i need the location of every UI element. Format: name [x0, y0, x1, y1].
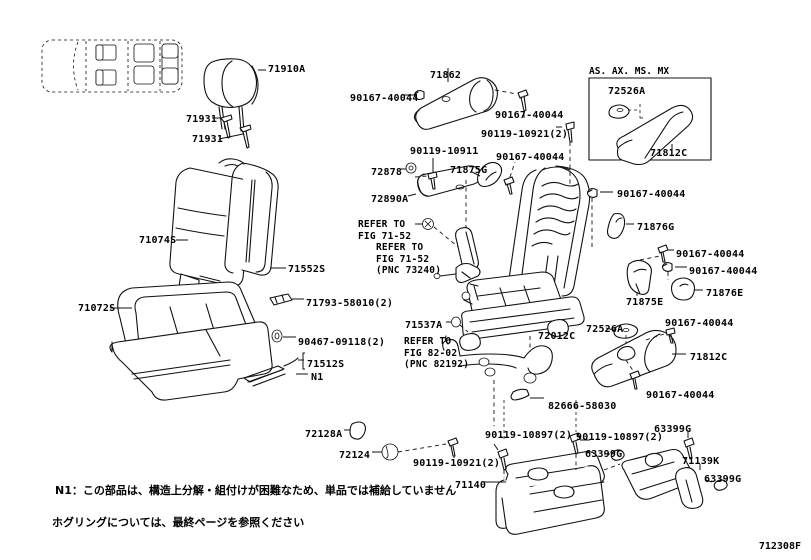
refer-hardware — [415, 218, 481, 284]
trim-caps — [344, 421, 459, 461]
hinge-cover-71875g — [465, 161, 516, 258]
part-label: 72012C — [538, 331, 576, 342]
part-label: 72878 — [371, 167, 403, 178]
refer-line: FIG 71-52 — [358, 230, 412, 242]
right-bolts-upper — [586, 187, 634, 248]
part-label: 71876E — [706, 288, 744, 299]
part-label: 90167-40044 — [689, 266, 758, 277]
part-label: 71140 — [455, 480, 487, 491]
part-label: 71875G — [450, 165, 488, 176]
part-label: 71931 — [186, 114, 218, 125]
part-label: 72890A — [371, 194, 409, 205]
seat-track-assembly — [484, 400, 605, 535]
seating-layout-icon — [41, 39, 183, 93]
part-label: 71812C — [690, 352, 728, 363]
part-label: 90167-40044 — [350, 93, 419, 104]
part-label: 72128A — [305, 429, 343, 440]
part-label: 90167-40044 — [617, 189, 686, 200]
part-label: 90119-10921(2) — [481, 129, 569, 140]
note-hog-ring: ホグリングについては、最終ページを参照ください — [52, 516, 305, 529]
part-label: 90467-09118(2) — [298, 337, 386, 348]
part-label: 90119-10897(2) — [485, 430, 573, 441]
part-label: 90167-40044 — [646, 390, 715, 401]
seat-cushion — [109, 281, 308, 401]
lower-armrest — [400, 158, 481, 197]
refer-line: REFER TO — [404, 336, 452, 347]
figure-code: 712308F — [758, 541, 801, 552]
part-label: 82666-58030 — [548, 401, 617, 412]
part-label: 71875E — [626, 297, 664, 308]
part-label: 63399G — [654, 424, 692, 435]
part-label: 71862 — [430, 70, 462, 81]
part-label: 90167-40044 — [665, 318, 734, 329]
variant-box-header: AS. AX. MS. MX — [589, 66, 670, 77]
track-cover-71139k — [603, 432, 728, 509]
refer-line: REFER TO — [358, 219, 406, 230]
part-label: N1 — [311, 372, 324, 383]
part-label: 72526A — [586, 324, 624, 335]
headrest-bolts — [212, 114, 252, 149]
part-label: 90167-40044 — [495, 110, 564, 121]
part-label: 63399G — [585, 449, 623, 460]
refer-line: FIG 71-52 — [376, 253, 430, 265]
part-label: 71552S — [288, 264, 326, 275]
wiring-harness — [442, 316, 553, 426]
refer-line: (PNC 82192) — [404, 359, 470, 370]
part-label: 71074S — [139, 235, 177, 246]
part-label: 63399G — [704, 474, 742, 485]
part-label: 71512S — [307, 359, 345, 370]
part-label: 90119-10911 — [410, 146, 479, 157]
refer-line: REFER TO — [376, 242, 424, 253]
note-n1: N1：この部品は、構造上分解・組付けが困難なため、単品では補給していません — [55, 484, 457, 497]
part-label: 71537A — [405, 320, 443, 331]
part-label: 71072S — [78, 303, 116, 314]
side-shield-cluster — [626, 244, 703, 301]
part-label: 90119-10897(2) — [576, 432, 664, 443]
part-label: 72124 — [339, 450, 371, 461]
part-label: 71139K — [682, 456, 720, 467]
variant-part-label: 71812C — [650, 148, 688, 159]
variant-box — [588, 77, 712, 166]
part-label: 90167-40044 — [496, 152, 565, 163]
part-label: 71910A — [268, 64, 306, 75]
part-label: 71793-58010(2) — [306, 298, 394, 309]
part-label: 71876G — [637, 222, 675, 233]
part-label: 90167-40044 — [676, 249, 745, 260]
refer-line: (PNC 73240) — [376, 265, 442, 276]
lower-armrest-72526 — [591, 323, 686, 390]
headrest-assembly — [203, 58, 266, 132]
seat-frame-assembly — [459, 165, 591, 352]
refer-line: FIG 82-02 — [404, 347, 458, 359]
variant-part-label: 72526A — [608, 86, 646, 97]
part-label: 90119-10921(2) — [413, 458, 501, 469]
upper-armrest — [404, 68, 575, 186]
part-label: 71931 — [192, 134, 224, 145]
